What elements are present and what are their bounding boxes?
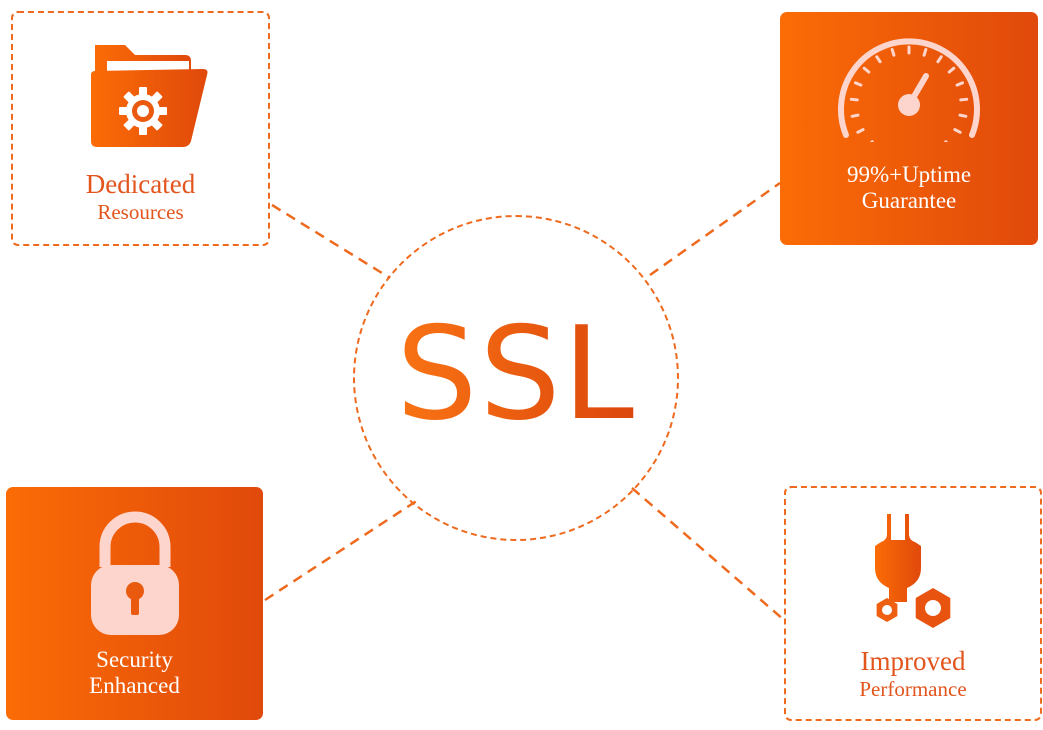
wrench-nuts-icon [875,514,951,628]
center-circle: SSL [353,215,679,541]
card-label-secondary: Performance [859,677,967,702]
gauge-tick [850,113,860,118]
connector-bottom-right [631,487,785,621]
card-label-secondary: Resources [97,200,184,225]
connector-bottom-left [264,498,419,602]
gauge-tick [947,66,956,74]
card-label-primary: Dedicated [85,169,196,199]
gauge-tick [849,97,859,102]
gauge-tick [853,81,863,87]
gauge-tick [890,47,896,57]
card-label-primary: 99%+Uptime [846,162,972,187]
padlock-icon [90,511,179,635]
gauge-tick [856,128,865,134]
center-label: SSL [396,300,636,449]
gauge-tick [953,128,962,134]
folder-gear-icon [90,45,207,147]
gauge-tick [958,113,968,118]
connector-top-right [649,181,781,277]
gauge-tick [922,47,928,57]
gauge-tick [862,66,871,74]
card-improved-performance: Improved Performance [784,486,1042,721]
card-label-secondary: Enhanced [89,673,180,699]
gauge-tick [875,55,882,64]
card-dedicated-resources: Dedicated Resources [11,11,270,246]
card-label-primary: Improved [860,646,966,676]
card-uptime-guarantee: 99%+Uptime Guarantee [780,12,1038,245]
gauge-tick [936,55,943,64]
gauge-tick [959,97,969,102]
card-label-secondary: Guarantee [861,188,957,214]
gauge-tick [955,81,965,87]
speedometer-icon [838,38,980,142]
connector-top-left [271,203,391,280]
card-security-enhanced: Security Enhanced [6,487,263,720]
card-label-primary: Security [96,647,173,672]
